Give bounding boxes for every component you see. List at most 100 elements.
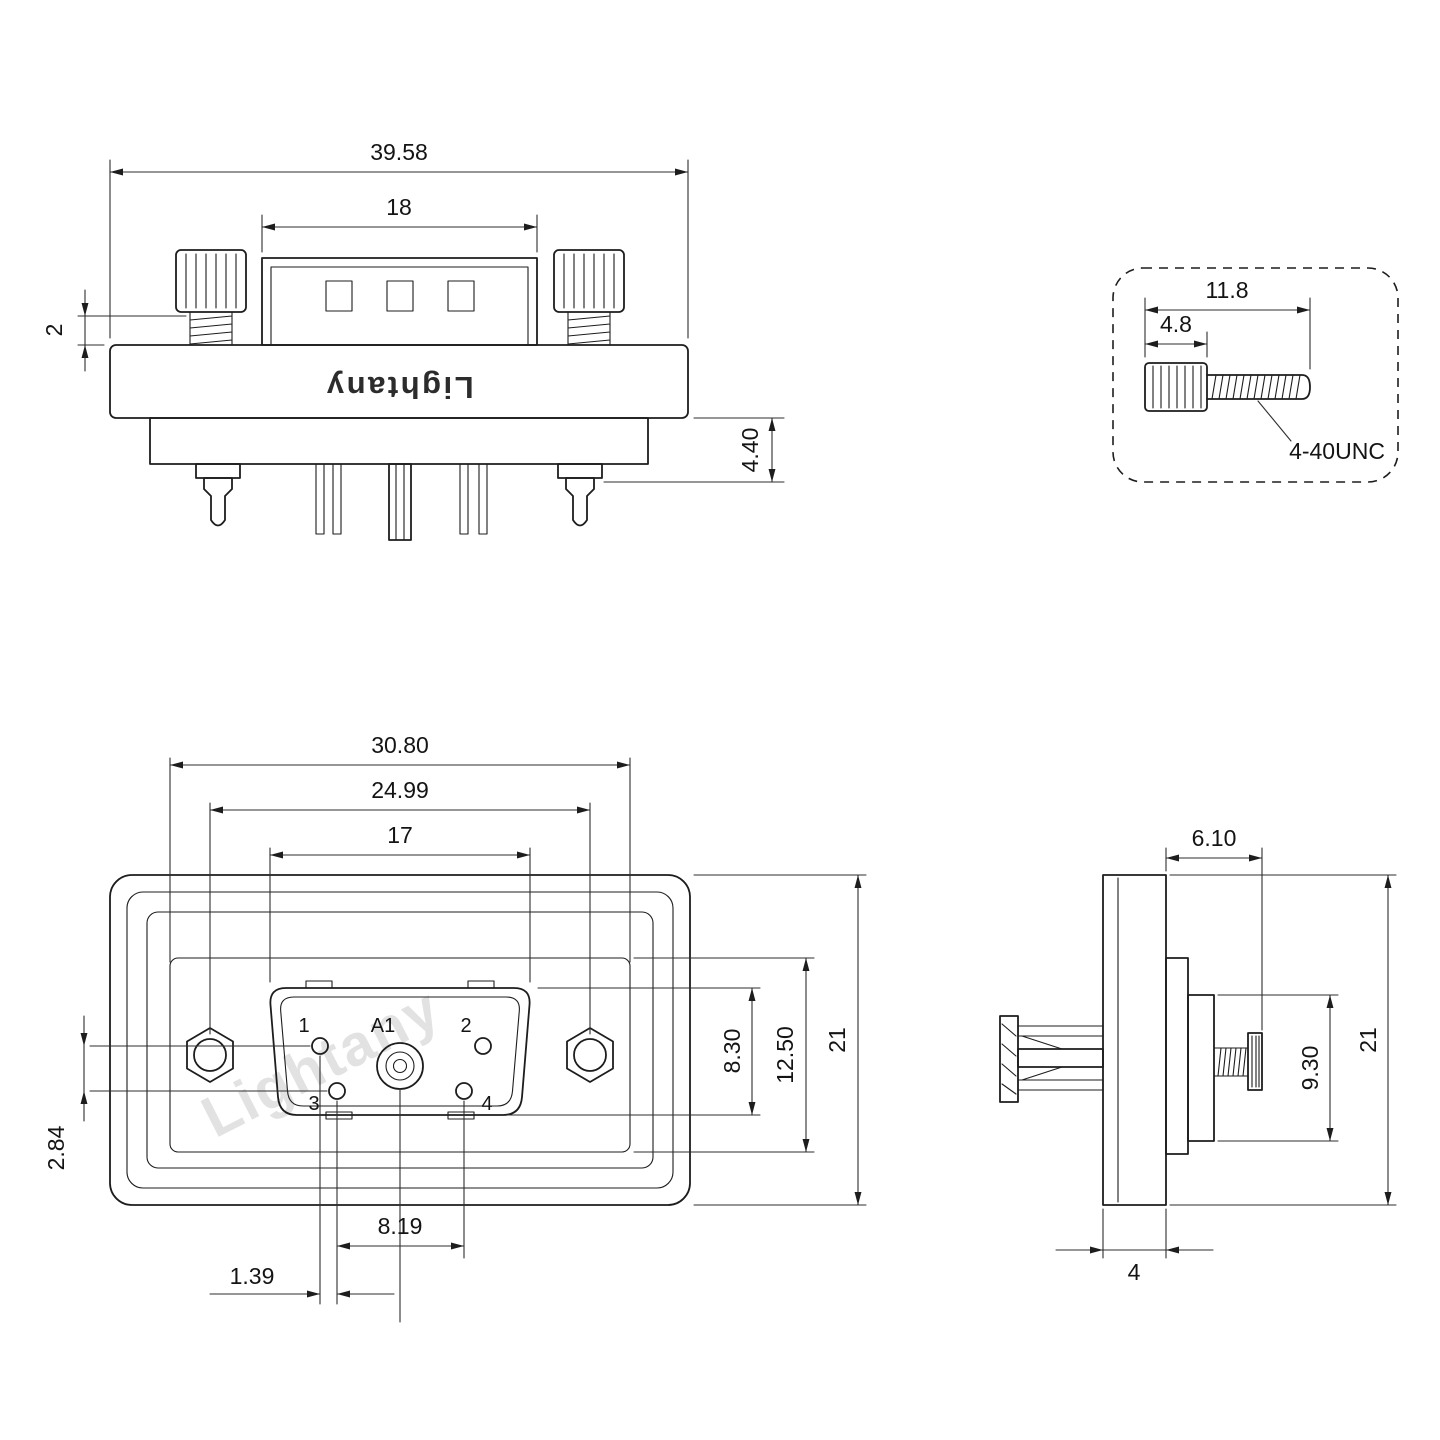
side-rear-contacts [999, 1015, 1104, 1103]
coax-contact-center [392, 1058, 408, 1074]
dim-opening-width: 17 [269, 822, 531, 983]
dim-opening-height-label: 8.30 [719, 1029, 745, 1074]
pin-2 [474, 1037, 492, 1055]
brand-logo: Lightany [324, 370, 473, 405]
dim-row-offset-label: 2.84 [43, 1125, 69, 1170]
coax-pin-leg [388, 463, 412, 541]
thread-callout: 4-40UNC [1257, 400, 1385, 464]
coax-contact-outer [376, 1042, 424, 1090]
pin-3-label: 3 [308, 1093, 319, 1115]
solder-pins [315, 463, 488, 541]
thread-callout-label: 4-40UNC [1289, 438, 1385, 464]
dim-shroud-width: 18 [261, 194, 538, 253]
shroud-slot-3 [447, 280, 475, 312]
spring-left [189, 311, 233, 346]
knurl-lines-right [563, 253, 615, 309]
shroud-slot-2 [386, 280, 414, 312]
dim-shroud-width-label: 18 [386, 194, 412, 220]
side-pin-top [1017, 1025, 1104, 1037]
pin-leg-3 [332, 463, 342, 535]
screw-head-right [553, 249, 625, 313]
dim-side-overall-height: 21 [1169, 874, 1397, 1206]
pin-leg-4 [459, 463, 469, 535]
d-opening-outer [269, 987, 531, 1116]
clip-notch-bottom-right [447, 1111, 475, 1120]
shroud [261, 257, 538, 346]
side-pin-bottom [1017, 1079, 1104, 1091]
side-coax-pin [1017, 1048, 1104, 1068]
dim-opening-width-label: 17 [387, 822, 413, 848]
dim-face-overall-height: 21 [693, 874, 867, 1206]
shroud-slot-1 [325, 280, 353, 312]
rear-cap-hatch [1001, 1023, 1017, 1095]
dim-pin-span-label: 8.19 [378, 1213, 423, 1239]
dim-col-offset: 1.39 [209, 1055, 395, 1305]
d-opening [269, 980, 531, 1120]
dim-washer-gap-label: 2 [41, 324, 67, 337]
shroud-inner-wall [270, 266, 529, 346]
dim-opening-height: 8.30 [507, 987, 761, 1116]
coax-contact-mid [385, 1051, 415, 1081]
jackpost-collar-right [557, 463, 603, 479]
dim-overall-width: 39.58 [109, 139, 689, 339]
contacts: 1 A1 2 3 4 [298, 1015, 492, 1115]
jackpost-plug-right [565, 477, 595, 527]
dim-recess-height-label: 12.50 [772, 1026, 798, 1084]
side-flange-plate [1102, 874, 1167, 1206]
hex-hole-right [573, 1038, 607, 1072]
thumbscrew-left [175, 249, 247, 346]
jackpost-left [195, 463, 241, 527]
knurl-lines-left [185, 253, 237, 309]
dim-recess-height: 12.50 [633, 957, 815, 1153]
d-opening-inner [280, 996, 520, 1107]
detail-frame [1112, 267, 1399, 483]
pin-4 [455, 1082, 473, 1100]
dim-overall-width-label: 39.58 [370, 139, 428, 165]
hex-nut-left [186, 1027, 234, 1083]
dim-shell-height-label: 9.30 [1297, 1046, 1323, 1091]
thumbscrew-right [553, 249, 625, 346]
shroud-outline [261, 257, 538, 346]
dim-side-overall-height-label: 21 [1355, 1027, 1381, 1053]
clip-notch-bottom-left [325, 1111, 353, 1120]
jackpost-right [557, 463, 603, 527]
view-front-elevation: Lightany 39.58 [41, 139, 785, 541]
dim-shell-height: 9.30 [1217, 994, 1339, 1142]
side-thread-hatch [1217, 1047, 1247, 1077]
dim-recess-width: 30.80 [169, 732, 631, 963]
hex-nut-right [566, 1027, 614, 1083]
jackpost-plug-left [203, 477, 233, 527]
screw-detail-threads [1211, 374, 1301, 400]
dim-row-offset: 2.84 [43, 1015, 328, 1170]
side-nut-knurl [1251, 1035, 1260, 1088]
screw-detail-knurl [1152, 365, 1202, 409]
watermark: Lightany [192, 975, 451, 1150]
screw-detail-shank [1206, 374, 1311, 400]
pin-3 [328, 1082, 346, 1100]
spring-right [567, 311, 611, 346]
dim-mount-pitch: 24.99 [209, 777, 591, 1035]
screw-detail-head [1144, 362, 1208, 412]
pin-1 [311, 1037, 329, 1055]
dim-screw-head-length: 4.8 [1144, 311, 1208, 358]
dim-col-offset-label: 1.39 [230, 1263, 275, 1289]
dim-face-overall-height-label: 21 [824, 1027, 850, 1053]
pin-1-label: 1 [298, 1015, 309, 1037]
dim-front-depth-label: 6.10 [1192, 825, 1237, 851]
dim-flange-thickness-label: 4 [1128, 1259, 1141, 1285]
pin-a1-label: A1 [371, 1015, 395, 1037]
dim-mount-pitch-label: 24.99 [371, 777, 429, 803]
dim-rear-depth-label: 4.40 [737, 428, 763, 473]
view-screw-detail: 11.8 4.8 4-40UNC [1112, 267, 1399, 483]
dim-recess-width-label: 30.80 [371, 732, 429, 758]
dim-washer-gap: 2 [41, 289, 187, 372]
jackpost-collar-left [195, 463, 241, 479]
hex-hole-left [193, 1038, 227, 1072]
pin-leg-2 [478, 463, 488, 535]
dim-flange-thickness: 4 [1055, 1208, 1214, 1285]
rear-body [149, 417, 649, 465]
side-recess-step [1165, 957, 1189, 1155]
pin-4-label: 4 [481, 1093, 492, 1115]
dim-screw-length: 11.8 [1144, 277, 1311, 370]
